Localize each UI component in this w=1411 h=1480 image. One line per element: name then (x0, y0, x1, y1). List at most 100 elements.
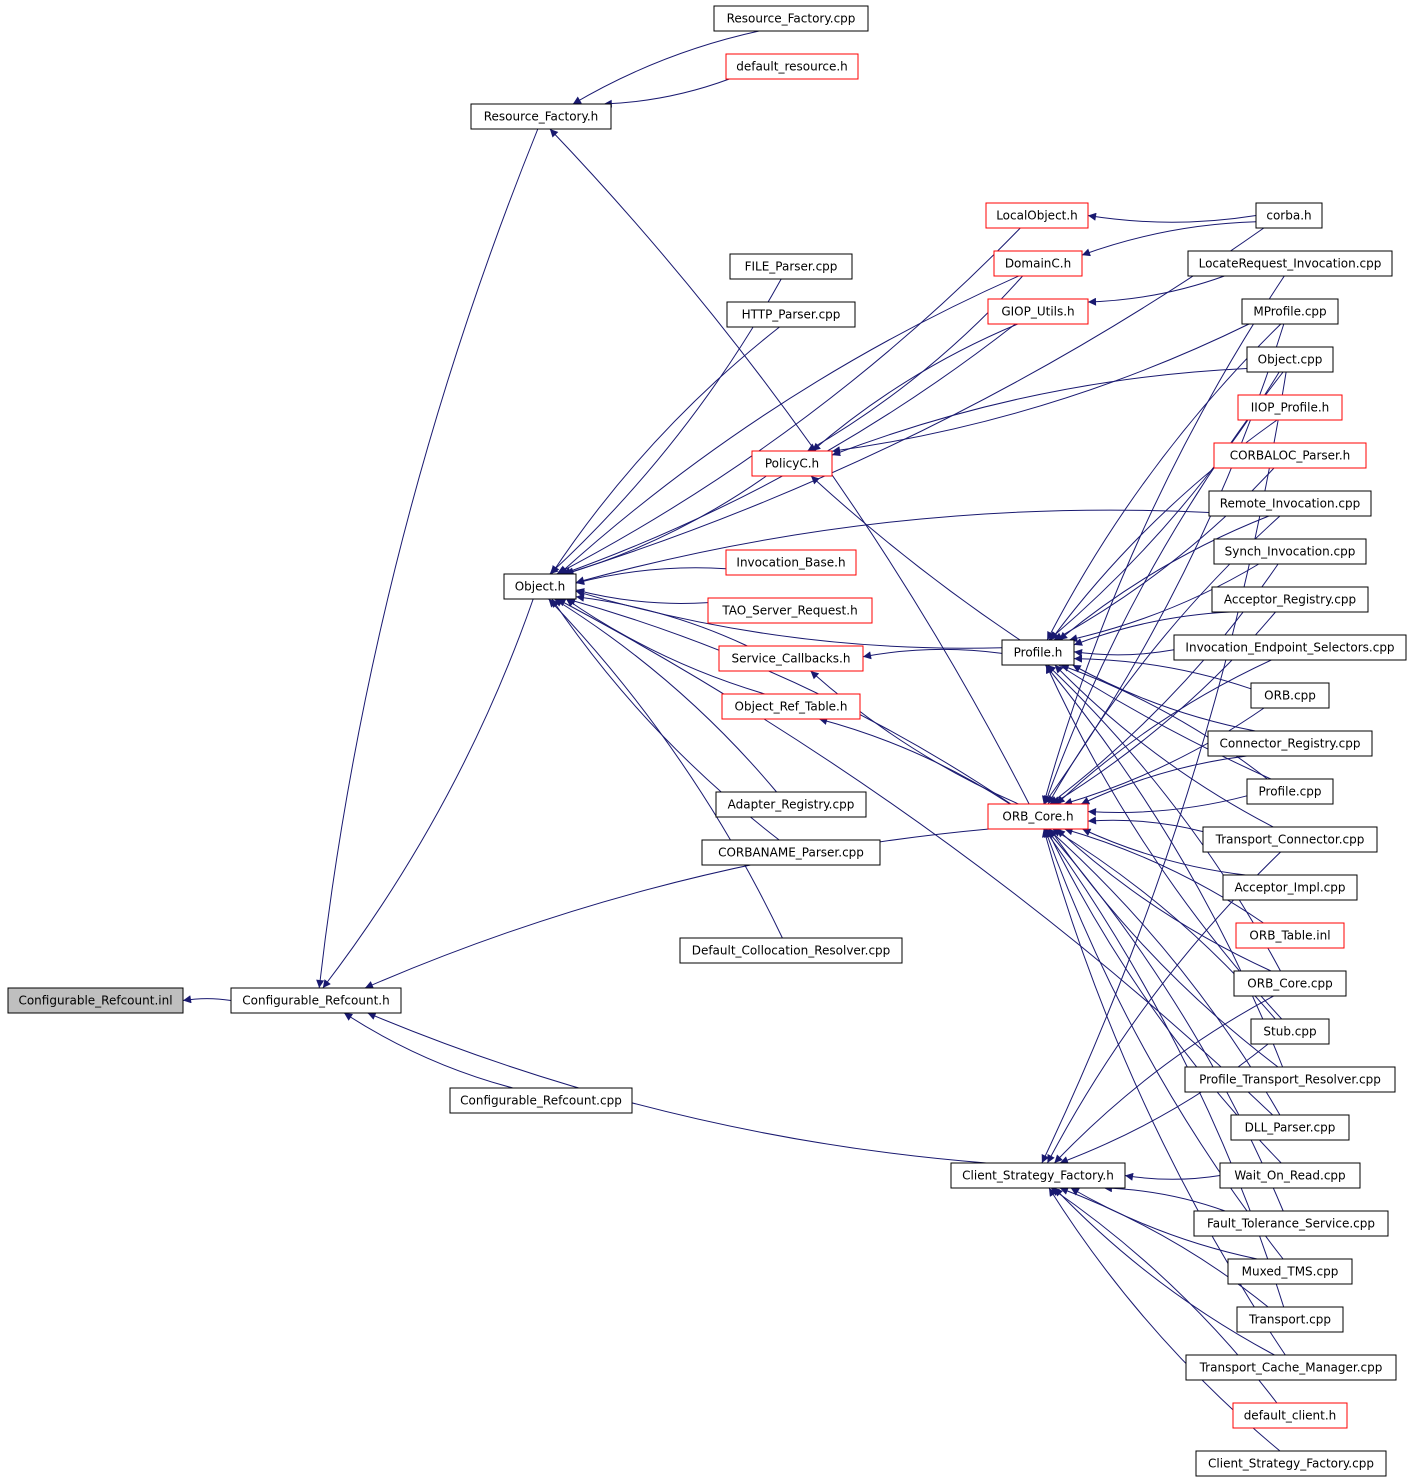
edge-transcpp-to-csfh (1059, 1187, 1269, 1308)
node-orbtable[interactable]: ORB_Table.inl (1235, 922, 1345, 949)
node-synchinv[interactable]: Synch_Invocation.cpp (1213, 538, 1367, 565)
node-defres[interactable]: default_resource.h (725, 53, 859, 80)
node-label: Acceptor_Impl.cpp (1235, 881, 1346, 895)
node-crcpp[interactable]: Configurable_Refcount.cpp (449, 1087, 633, 1114)
edge-rfh-to-crh (316, 128, 539, 989)
node-box (726, 301, 856, 328)
node-box (950, 1162, 1126, 1189)
node-waitonread[interactable]: Wait_On_Read.cpp (1219, 1162, 1361, 1189)
node-box (1187, 250, 1393, 277)
node-orbcoreh[interactable]: ORB_Core.h (987, 803, 1089, 830)
node-accreg[interactable]: Acceptor_Registry.cpp (1211, 586, 1369, 613)
node-rfh[interactable]: Resource_Factory.h (470, 103, 612, 130)
node-mprof[interactable]: MProfile.cpp (1241, 298, 1339, 325)
edge-objcpp-to-orbcoreh (1043, 371, 1284, 805)
node-box (701, 839, 881, 866)
node-muxed[interactable]: Muxed_TMS.cpp (1227, 1258, 1353, 1285)
node-box (1246, 346, 1334, 373)
node-profcpp[interactable]: Profile.cpp (1246, 778, 1334, 805)
node-label: CORBANAME_Parser.cpp (718, 846, 864, 860)
node-iiop[interactable]: IIOP_Profile.h (1237, 394, 1343, 421)
node-corbaname[interactable]: CORBANAME_Parser.cpp (701, 839, 881, 866)
node-faulttol[interactable]: Fault_Tolerance_Service.cpp (1193, 1210, 1389, 1237)
edge-transcache-to-csfh (1054, 1187, 1275, 1356)
node-invbase[interactable]: Invocation_Base.h (725, 549, 857, 576)
node-httpparser[interactable]: HTTP_Parser.cpp (726, 301, 856, 328)
node-profh[interactable]: Profile.h (1001, 639, 1075, 666)
node-box (7, 987, 184, 1014)
node-orbcorecpp[interactable]: ORB_Core.cpp (1233, 970, 1347, 997)
node-fileparser[interactable]: FILE_Parser.cpp (729, 253, 853, 280)
node-label: DLL_Parser.cpp (1245, 1121, 1336, 1135)
edge-defres-to-rfh (603, 78, 730, 108)
edge-remoteinv-to-objh (575, 509, 1210, 585)
edge-taosr-to-objh (575, 588, 709, 604)
edge-giop-to-objh (562, 323, 1016, 576)
node-adapreg[interactable]: Adapter_Registry.cpp (715, 791, 867, 818)
node-label: Transport_Connector.cpp (1215, 833, 1365, 847)
node-localobj[interactable]: LocalObject.h (985, 202, 1089, 229)
edge-remoteinv-to-profh (1058, 515, 1270, 641)
node-csfcpp[interactable]: Client_Strategy_Factory.cpp (1195, 1450, 1387, 1477)
edge-crh-to-cri (182, 995, 232, 1004)
edge-corbah-to-domainc (1081, 221, 1257, 257)
node-locreq[interactable]: LocateRequest_Invocation.cpp (1187, 250, 1393, 277)
node-defcoll[interactable]: Default_Collocation_Resolver.cpp (679, 937, 903, 964)
edge-orbcoreh-to-objh (566, 597, 1012, 805)
edge-objref-to-objh (565, 598, 766, 695)
node-orbcpp[interactable]: ORB.cpp (1250, 682, 1330, 709)
node-rfcpp[interactable]: Resource_Factory.cpp (713, 5, 869, 32)
node-transcpp[interactable]: Transport.cpp (1236, 1306, 1344, 1333)
node-label: Transport.cpp (1248, 1313, 1331, 1327)
node-csfh[interactable]: Client_Strategy_Factory.h (950, 1162, 1126, 1189)
node-giop[interactable]: GIOP_Utils.h (987, 298, 1089, 325)
node-corbah[interactable]: corba.h (1255, 202, 1323, 229)
node-box (715, 791, 867, 818)
node-label: Remote_Invocation.cpp (1220, 497, 1360, 511)
edge-orbcoreh-to-svccb (810, 670, 1019, 805)
edge-crcpp-to-crh (343, 1012, 514, 1089)
node-taosr[interactable]: TAO_Server_Request.h (707, 597, 873, 624)
node-box (1211, 586, 1369, 613)
node-accimpl[interactable]: Acceptor_Impl.cpp (1222, 874, 1358, 901)
node-transconn[interactable]: Transport_Connector.cpp (1202, 826, 1378, 853)
node-remoteinv[interactable]: Remote_Invocation.cpp (1208, 490, 1372, 517)
node-objcpp[interactable]: Object.cpp (1246, 346, 1334, 373)
node-stubcpp[interactable]: Stub.cpp (1250, 1018, 1330, 1045)
node-proftrans[interactable]: Profile_Transport_Resolver.cpp (1184, 1066, 1396, 1093)
node-corbaloc[interactable]: CORBALOC_Parser.h (1213, 442, 1367, 469)
node-connreg[interactable]: Connector_Registry.cpp (1207, 730, 1373, 757)
node-defclient[interactable]: default_client.h (1232, 1402, 1348, 1429)
node-crh[interactable]: Configurable_Refcount.h (230, 987, 402, 1014)
node-label: TAO_Server_Request.h (721, 604, 857, 618)
node-box (725, 53, 859, 80)
edge-domainc-to-objh (558, 275, 1019, 575)
edge-profh-to-objh (575, 589, 1003, 649)
node-invend[interactable]: Invocation_Endpoint_Selectors.cpp (1173, 634, 1407, 661)
node-transcache[interactable]: Transport_Cache_Manager.cpp (1185, 1354, 1397, 1381)
node-box (1185, 1354, 1397, 1381)
edge-orbcoreh-to-objref (818, 717, 1011, 805)
node-svccb[interactable]: Service_Callbacks.h (718, 645, 864, 672)
edge-profcpp-to-orbcoreh (1087, 795, 1248, 816)
edges-layer (182, 30, 1287, 1452)
edge-invend-to-orbcoreh (1056, 659, 1272, 805)
node-label: corba.h (1266, 209, 1311, 223)
node-box (1250, 682, 1330, 709)
node-label: Profile.h (1014, 646, 1063, 660)
node-objh[interactable]: Object.h (503, 573, 577, 600)
node-dllparser[interactable]: DLL_Parser.cpp (1230, 1114, 1350, 1141)
node-domainc[interactable]: DomainC.h (993, 250, 1083, 277)
node-objref[interactable]: Object_Ref_Table.h (721, 693, 861, 720)
node-policych[interactable]: PolicyC.h (751, 450, 833, 477)
node-label: Default_Collocation_Resolver.cpp (692, 944, 891, 958)
node-label: Object.cpp (1258, 353, 1323, 367)
node-cri[interactable]: Configurable_Refcount.inl (7, 987, 184, 1014)
edge-objh-to-crh (322, 598, 534, 989)
edge-locreq-to-giop (1087, 275, 1225, 306)
edge-mprof-to-policych (831, 323, 1250, 455)
node-box (987, 803, 1089, 830)
edge-transconn-to-orbcoreh (1087, 816, 1204, 833)
